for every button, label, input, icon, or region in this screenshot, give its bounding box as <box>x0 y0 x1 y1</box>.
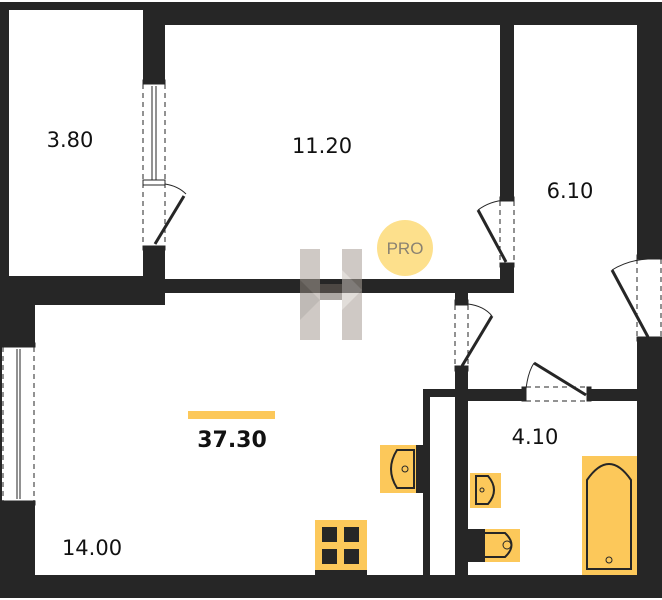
total-area: 37.30 <box>197 428 267 453</box>
door-bathroom <box>521 361 592 402</box>
stove <box>315 520 367 575</box>
duct <box>430 397 455 575</box>
window-living <box>1 342 36 506</box>
bathtub <box>582 456 637 575</box>
room-label-bathroom: 4.10 <box>512 425 559 449</box>
room-storage <box>9 10 143 276</box>
room-label-living: 14.00 <box>62 536 122 560</box>
total-area-bar <box>188 411 275 419</box>
bathroom-sink <box>470 473 501 508</box>
svg-text:PRO: PRO <box>387 239 424 258</box>
h-logo-watermark <box>300 249 362 340</box>
room-label-hallway: 6.10 <box>547 179 594 203</box>
toilet <box>468 529 520 562</box>
kitchen-sink <box>380 445 423 493</box>
room-bedroom <box>165 25 500 279</box>
room-label-storage: 3.80 <box>47 128 94 152</box>
door-bedroom <box>476 196 515 268</box>
room-label-bedroom: 11.20 <box>292 134 352 158</box>
entrance-door <box>610 254 662 342</box>
pro-badge: PRO <box>377 220 433 276</box>
door-living <box>454 299 494 372</box>
window-storage <box>142 79 187 251</box>
